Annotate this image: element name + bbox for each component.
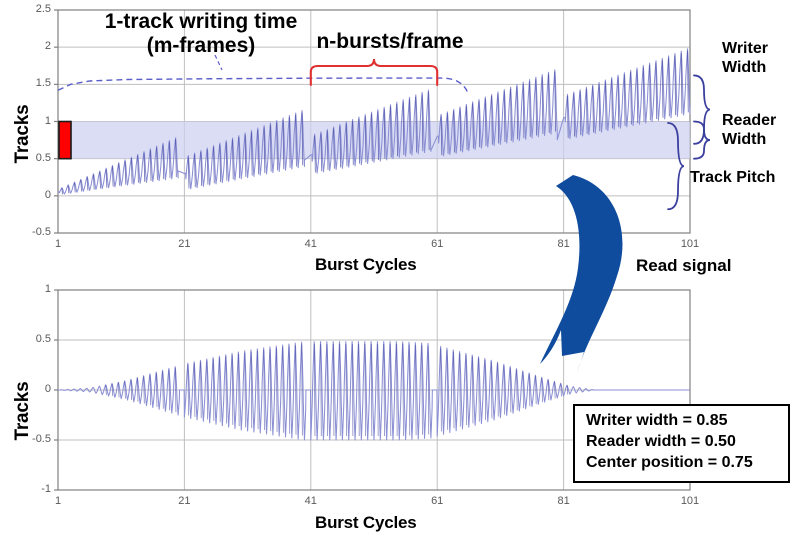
writing-time-line1: 1-track writing time xyxy=(104,10,298,33)
top-chart-ytick-label: 2.5 xyxy=(35,3,51,15)
writing-time-dashed-envelope xyxy=(57,77,470,96)
top-chart-ytick-label: 1 xyxy=(44,114,51,127)
top-chart-ytick-label: -0.5 xyxy=(32,226,51,238)
info-writer-width: Writer width = 0.85 xyxy=(586,412,728,429)
track-pitch-label: Track Pitch xyxy=(690,169,775,188)
writing-time-line2: (m-frames) xyxy=(146,33,256,57)
top-chart-xtick-label: 1 xyxy=(54,238,62,250)
write-signal-waveform-detail xyxy=(61,50,689,195)
parameters-info-box: Writer width = 0.85 Reader width = 0.50 … xyxy=(573,404,790,483)
top-chart-xtick-label: 21 xyxy=(178,238,191,250)
bottom-chart-x-axis-title: Burst Cycles xyxy=(315,513,417,532)
top-chart-xtick-label: 41 xyxy=(304,238,317,250)
bottom-chart-xtick-label: 101 xyxy=(680,495,700,507)
bottom-chart-ytick-label: -0.5 xyxy=(32,433,51,445)
track-pitch-bracket xyxy=(667,122,685,211)
writer-width-line2: Width xyxy=(722,58,767,76)
red-start-marker xyxy=(58,120,72,160)
writer-width-line1: Writer xyxy=(722,40,768,57)
reader-width-bracket xyxy=(693,120,711,160)
track-pitch-line1: Track Pitch xyxy=(690,169,776,186)
top-chart-ytick-label: 0 xyxy=(44,188,51,201)
top-chart-xtick-label: 81 xyxy=(557,238,570,250)
bottom-chart-ytick-label: -1 xyxy=(41,483,51,495)
bottom-chart-xtick-label: 61 xyxy=(431,495,444,507)
bottom-chart-xtick-label: 1 xyxy=(54,495,62,507)
n-bursts-annotation: n-bursts/frame xyxy=(310,30,470,54)
n-bursts-red-brace xyxy=(309,58,439,87)
top-chart-x-axis-title: Burst Cycles xyxy=(315,255,417,274)
bottom-chart-ytick-label: 0 xyxy=(44,383,51,395)
reader-width-label: Reader Width xyxy=(722,112,776,150)
top-chart-xtick-label: 61 xyxy=(431,238,444,250)
writer-width-label: Writer Width xyxy=(722,40,768,78)
top-chart-xtick-label: 101 xyxy=(680,238,700,250)
writer-width-bracket xyxy=(693,74,711,145)
read-signal-label: Read signal xyxy=(636,256,732,275)
bottom-chart-xtick-label: 41 xyxy=(304,495,317,507)
read-signal-waveform-detail xyxy=(105,343,569,437)
bottom-chart-xtick-label: 81 xyxy=(557,495,570,507)
info-center-position: Center position = 0.75 xyxy=(586,453,753,471)
m-frames-leader-line xyxy=(214,54,223,71)
write-signal-waveform xyxy=(57,48,691,195)
top-chart-ytick-label: 1.5 xyxy=(35,77,51,90)
top-chart-ytick-label: 0.5 xyxy=(35,151,51,164)
bottom-chart-xtick-label: 21 xyxy=(178,495,191,507)
read-signal-arrow xyxy=(540,175,623,372)
writing-time-annotation: 1-track writing time (m-frames) xyxy=(86,10,316,57)
info-reader-width: Reader width = 0.50 xyxy=(586,432,736,450)
reader-width-line2: Width xyxy=(722,130,767,148)
read-signal-waveform xyxy=(57,341,691,441)
n-bursts-line1: n-bursts/frame xyxy=(316,30,464,53)
reader-width-line1: Reader xyxy=(722,112,777,129)
bottom-chart-ytick-label: 0.5 xyxy=(35,333,51,345)
bottom-chart-ytick-label: 1 xyxy=(44,283,51,295)
top-chart-ytick-label: 2 xyxy=(44,40,51,53)
